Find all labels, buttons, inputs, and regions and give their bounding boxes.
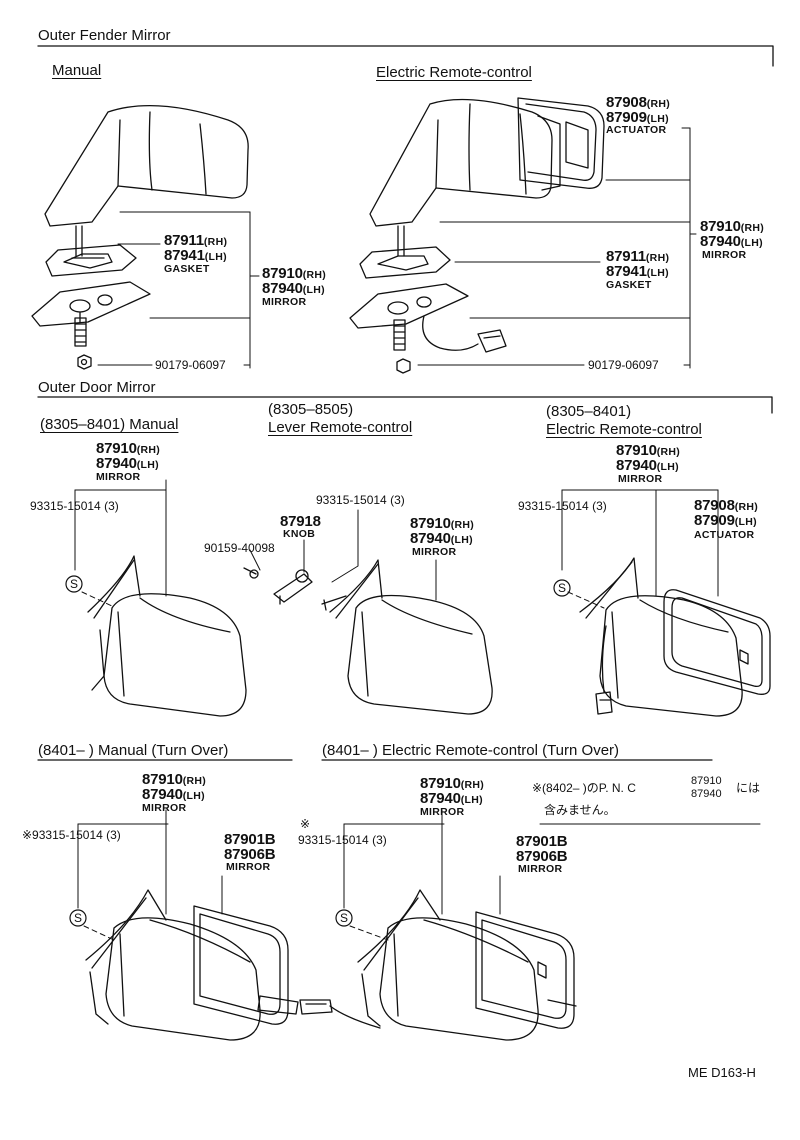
- fender-manual-mirror-name: MIRROR: [262, 296, 307, 308]
- door-electric-actuator-lh: 87909(LH): [694, 512, 757, 529]
- door-manual-title: (8305–8401) Manual: [40, 416, 179, 433]
- door-electric-callouts: [561, 489, 719, 609]
- fender-electric-gasket-lh: 87941(LH): [606, 263, 669, 280]
- door-lever-callouts: [249, 509, 437, 601]
- fender-manual-title: Manual: [52, 62, 102, 79]
- door-lever-mirror-rh: 87910(RH): [410, 515, 475, 532]
- door-lever-set-screw-part: 90159-40098: [204, 541, 275, 555]
- fender-manual-callouts: [97, 211, 260, 369]
- turn-manual-glass-part-2: 87906B: [224, 846, 276, 863]
- screw-marker-door-manual: [65, 575, 83, 593]
- door-electric-mirror-name: MIRROR: [618, 473, 663, 485]
- turn-manual-mirror-rh: 87910(RH): [142, 771, 207, 788]
- turn-electric-note-mark: ※: [300, 817, 311, 831]
- fender-electric-nut-part: 90179-06097: [588, 358, 659, 372]
- turn-electric-mirror-name: MIRROR: [420, 806, 465, 818]
- note-line-1-prefix: ※(8402– )のP. N. C: [532, 781, 636, 795]
- door-lever-knob-part: 87918: [280, 513, 321, 530]
- fender-manual-gasket-rh: 87911(RH): [164, 232, 228, 249]
- section-title-door: Outer Door Mirror: [38, 379, 156, 396]
- page-code: ME D163-H: [688, 1065, 756, 1080]
- door-manual-mirror-rh: 87910(RH): [96, 440, 161, 457]
- note-pnc-1: 87910: [691, 775, 722, 787]
- turn-electric-screw-part: 93315-15014 (3): [298, 833, 387, 847]
- fender-manual-mirror-lh: 87940(LH): [262, 280, 325, 297]
- note-pnc-2: 87940: [691, 788, 722, 800]
- door-electric-actuator-rh: 87908(RH): [694, 497, 759, 514]
- screw-marker-turn-electric: [335, 909, 353, 927]
- fender-section-frame: [37, 45, 774, 67]
- turn-manual-mirror-drawing: [85, 889, 299, 1041]
- fender-electric-gasket-rh: 87911(RH): [606, 248, 670, 265]
- door-electric-mirror-drawing: [579, 557, 771, 717]
- screw-marker-label: S: [558, 581, 567, 595]
- fender-electric-callouts: [417, 127, 697, 369]
- door-electric-range: (8305–8401): [546, 403, 632, 420]
- screw-marker-label: S: [340, 911, 349, 925]
- turn-manual-glass-name: MIRROR: [226, 861, 271, 873]
- fender-electric-actuator-rh: 87908(RH): [606, 94, 671, 111]
- door-electric-mirror-rh: 87910(RH): [616, 442, 681, 459]
- turn-electric-glass-part-1: 87901B: [516, 833, 568, 850]
- turn-manual-screw-part: ※93315-15014 (3): [22, 828, 121, 842]
- door-section-frame: [37, 396, 773, 414]
- screw-marker-door-electric: [553, 579, 571, 597]
- turn-electric-callouts: [343, 809, 761, 941]
- door-lever-mirror-name: MIRROR: [412, 546, 457, 558]
- turn-electric-glass-name: MIRROR: [518, 863, 563, 875]
- turn-electric-mirror-rh: 87910(RH): [420, 775, 485, 792]
- turn-manual-mirror-lh: 87940(LH): [142, 786, 205, 803]
- fender-electric-mirror-name: MIRROR: [702, 249, 747, 261]
- fender-manual-gasket-name: GASKET: [164, 263, 210, 275]
- fender-electric-mirror-rh: 87910(RH): [700, 218, 765, 235]
- turn-manual-glass-part-1: 87901B: [224, 831, 276, 848]
- door-electric-mirror-lh: 87940(LH): [616, 457, 679, 474]
- turn-electric-title: (8401– ) Electric Remote-control (Turn O…: [322, 742, 620, 759]
- turn-electric-glass-part-2: 87906B: [516, 848, 568, 865]
- screw-marker-label: S: [74, 911, 83, 925]
- door-electric-screw-part: 93315-15014 (3): [518, 499, 607, 513]
- door-manual-screw-part: 93315-15014 (3): [30, 499, 119, 513]
- turn-electric-mirror-lh: 87940(LH): [420, 790, 483, 807]
- fender-manual-mirror-drawing: [31, 104, 249, 370]
- fender-electric-gasket-name: GASKET: [606, 279, 652, 291]
- fender-manual-nut-part: 90179-06097: [155, 358, 226, 372]
- door-manual-mirror-drawing: [87, 555, 247, 717]
- note-line-1-suffix: には: [736, 781, 761, 795]
- turn-electric-mirror-drawing: [357, 889, 577, 1041]
- section-title-fender: Outer Fender Mirror: [38, 27, 171, 44]
- screw-marker-label: S: [70, 577, 79, 591]
- note-line-2: 含みません。: [544, 803, 616, 817]
- door-lever-range: (8305–8505): [268, 401, 354, 418]
- turn-manual-title: (8401– ) Manual (Turn Over): [38, 742, 229, 759]
- door-manual-mirror-name: MIRROR: [96, 471, 141, 483]
- door-manual-callouts: [74, 479, 167, 607]
- screw-marker-turn-manual: [69, 909, 87, 927]
- door-lever-title: Lever Remote-control: [268, 419, 413, 436]
- fender-electric-title: Electric Remote-control: [376, 64, 532, 81]
- door-lever-knob-name: KNOB: [283, 528, 316, 540]
- fender-electric-actuator-name: ACTUATOR: [606, 124, 667, 136]
- fender-electric-mirror-drawing: [349, 97, 605, 374]
- door-electric-actuator-name: ACTUATOR: [694, 529, 755, 541]
- fender-manual-gasket-lh: 87941(LH): [164, 247, 227, 264]
- fender-manual-mirror-rh: 87910(RH): [262, 265, 327, 282]
- turn-manual-mirror-name: MIRROR: [142, 802, 187, 814]
- turn-wire-connector: [299, 999, 381, 1029]
- fender-electric-actuator-lh: 87909(LH): [606, 109, 669, 126]
- door-lever-screw-part: 93315-15014 (3): [316, 493, 405, 507]
- turn-manual-callouts: [77, 809, 223, 941]
- door-lever-mirror-lh: 87940(LH): [410, 530, 473, 547]
- door-lever-mirror-drawing: [243, 559, 493, 715]
- door-manual-mirror-lh: 87940(LH): [96, 455, 159, 472]
- fender-electric-mirror-lh: 87940(LH): [700, 233, 763, 250]
- door-electric-title: Electric Remote-control: [546, 421, 702, 438]
